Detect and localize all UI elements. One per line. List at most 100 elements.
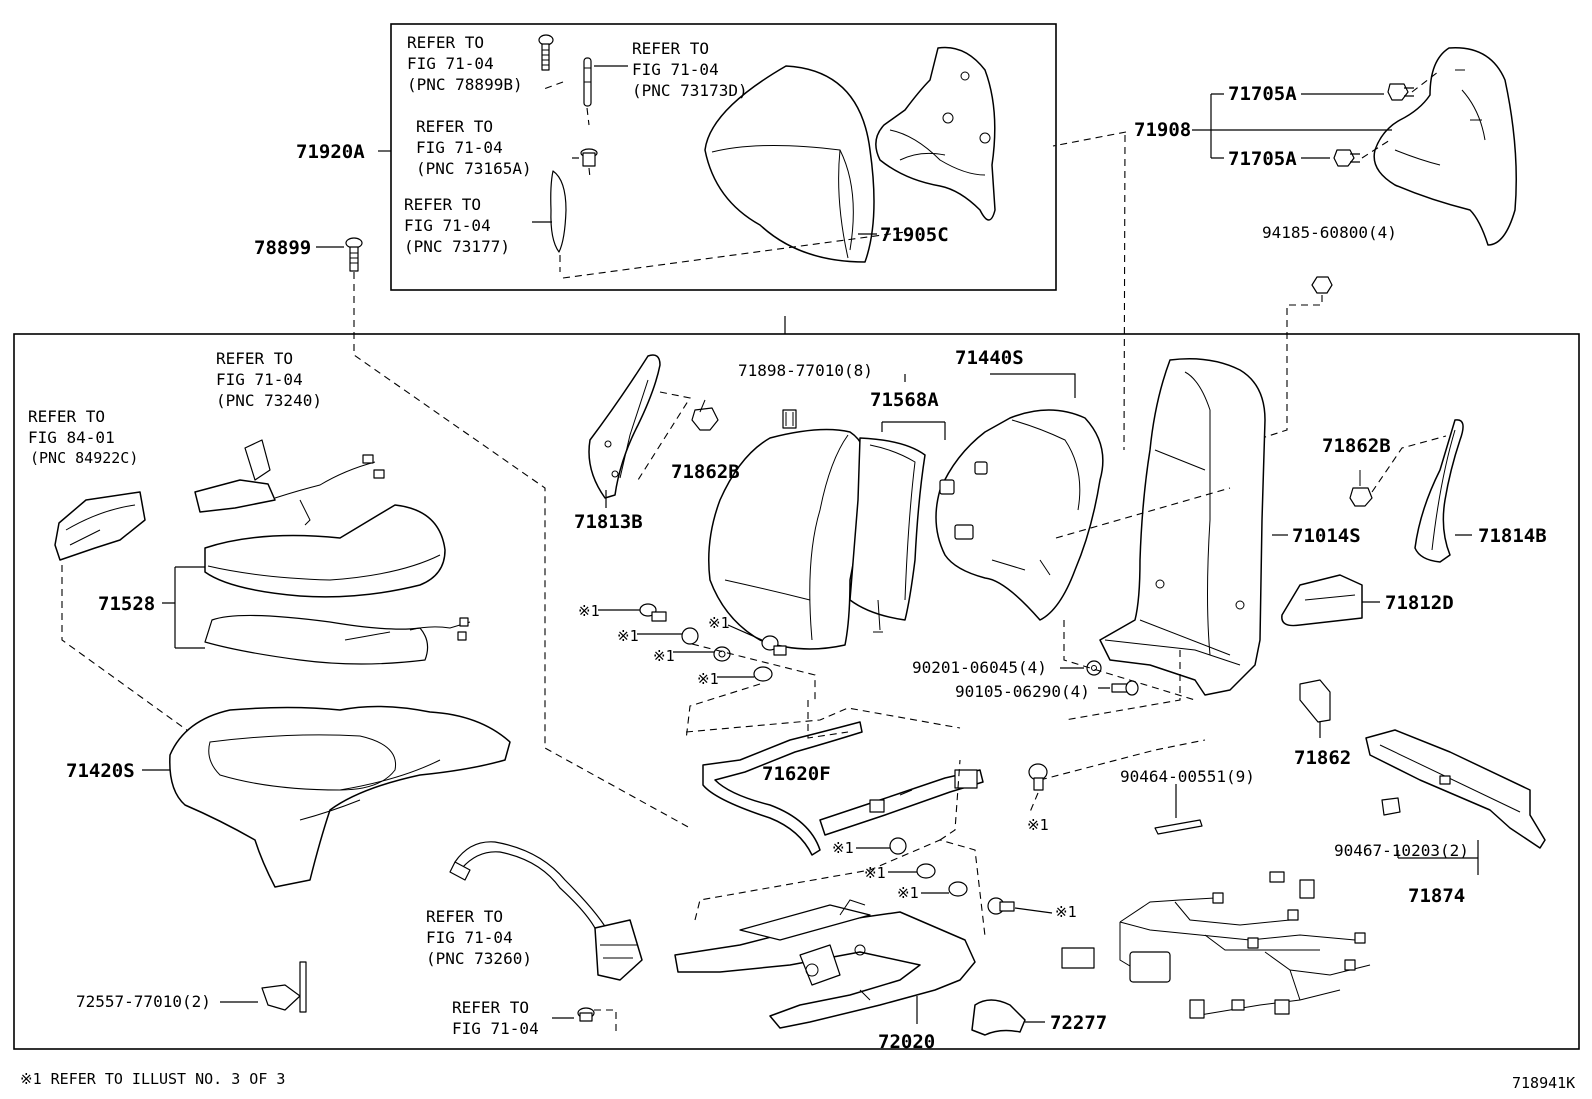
note-mark: ※1 [1027, 816, 1049, 834]
label-71862B-left: 71862B [671, 461, 740, 483]
label-71862: 71862 [1294, 747, 1351, 769]
svg-text:(PNC 73165A): (PNC 73165A) [416, 159, 532, 178]
washer-icon [916, 863, 936, 879]
ref-84922C: REFER TO FIG 84-01 (PNC 84922C) [28, 407, 138, 467]
svg-text:FIG 71-04: FIG 71-04 [452, 1019, 539, 1038]
hook-icon [261, 961, 307, 1013]
clip-icon [1349, 470, 1373, 507]
svg-text:FIG 71-04: FIG 71-04 [216, 370, 303, 389]
svg-text:REFER TO: REFER TO [632, 39, 709, 58]
label-72557-77010: 72557-77010(2) [76, 992, 211, 1011]
svg-text:FIG 71-04: FIG 71-04 [407, 54, 494, 73]
nut-icon [889, 837, 907, 855]
headrest-cushion-icon [704, 65, 875, 263]
label-72277: 72277 [1050, 1012, 1107, 1034]
label-71705A-top: 71705A [1228, 83, 1297, 105]
seatback-inner-cover-icon [935, 409, 1104, 621]
svg-text:FIG 71-04: FIG 71-04 [426, 928, 513, 947]
ref-73260: REFER TO FIG 71-04 (PNC 73260) [426, 907, 532, 968]
illustration-id: 718941K [1512, 1074, 1575, 1092]
label-71908: 71908 [1134, 119, 1191, 141]
nut-icon [948, 881, 968, 897]
screw-icon [345, 237, 363, 272]
clip-icon [782, 409, 797, 429]
label-71812D: 71812D [1385, 592, 1454, 614]
label-71905C: 71905C [880, 224, 949, 246]
label-90201-06045: 90201-06045(4) [912, 658, 1047, 677]
bolt-icon [987, 897, 1015, 915]
note-mark: ※1 [832, 839, 854, 857]
label-71920A: 71920A [296, 141, 365, 163]
ref-71-04-bottom: REFER TO FIG 71-04 [452, 998, 539, 1038]
svg-text:FIG 84-01: FIG 84-01 [28, 428, 115, 447]
note-marks: ※1 ※1 ※1 ※1 ※1 ※1 ※1 ※1 ※1 ※1 ※1 [578, 602, 1077, 921]
svg-text:(PNC 73240): (PNC 73240) [216, 391, 322, 410]
reference-notes: REFER TO FIG 71-04 (PNC 78899B) REFER TO… [28, 33, 748, 1038]
note-mark: ※1 [864, 864, 886, 882]
svg-text:(PNC 73260): (PNC 73260) [426, 949, 532, 968]
svg-text:FIG 71-04: FIG 71-04 [632, 60, 719, 79]
side-cover-icon [1373, 47, 1517, 246]
note-mark: ※1 [1055, 903, 1077, 921]
label-71813B: 71813B [574, 511, 643, 533]
label-71705A-bottom: 71705A [1228, 148, 1297, 170]
bolt-icon [639, 603, 667, 622]
pin-icon [1154, 819, 1203, 835]
note-mark: ※1 [897, 884, 919, 902]
label-71874: 71874 [1408, 885, 1465, 907]
note-mark: ※1 [578, 602, 600, 620]
seatback-pad-icon [849, 437, 926, 633]
seat-track-frame-icon [702, 721, 984, 856]
ref-73165A: REFER TO FIG 71-04 (PNC 73165A) [416, 117, 532, 178]
label-72020: 72020 [878, 1031, 935, 1053]
ref-73173D: REFER TO FIG 71-04 (PNC 73173D) [632, 39, 748, 100]
nut-icon [577, 1007, 595, 1022]
svg-text:REFER TO: REFER TO [416, 117, 493, 136]
svg-text:FIG 71-04: FIG 71-04 [416, 138, 503, 157]
headrest-group [532, 34, 996, 279]
label-71862B-right: 71862B [1322, 435, 1391, 457]
label-71528: 71528 [98, 593, 155, 615]
nut-icon [753, 666, 773, 682]
seat-adjuster-icon [674, 899, 976, 1029]
bushing-icon [580, 148, 598, 167]
headrest-group-frame [390, 23, 1057, 291]
label-94185-60800: 94185-60800(4) [1262, 223, 1397, 242]
seat-assembly-frame [13, 333, 1580, 1050]
clip-icon [1333, 149, 1360, 167]
clip-icon [1387, 83, 1414, 101]
svg-text:(PNC 78899B): (PNC 78899B) [407, 75, 523, 94]
svg-text:REFER TO: REFER TO [28, 407, 105, 426]
label-71014S: 71014S [1292, 525, 1361, 547]
seat-cover-trim-icon [54, 491, 146, 561]
nut-icon [681, 627, 699, 645]
clip-icon [1381, 797, 1401, 816]
bolt-icon [1028, 763, 1048, 791]
svg-text:(PNC 73177): (PNC 73177) [404, 237, 510, 256]
bracket-icon [1281, 574, 1363, 627]
washer-icon [713, 646, 731, 662]
rail-cover-icon [1365, 729, 1546, 849]
svg-text:REFER TO: REFER TO [407, 33, 484, 52]
label-78899: 78899 [254, 237, 311, 259]
bracket-icon [1299, 679, 1331, 723]
svg-text:(PNC 84922C): (PNC 84922C) [30, 449, 138, 467]
washer-icon [1086, 660, 1102, 676]
seat-cushion-frame-icon [169, 705, 511, 888]
seat-cushion-pad-icon [204, 504, 446, 598]
seat-heater-icon [204, 614, 471, 665]
footnote: ※1 REFER TO ILLUST NO. 3 OF 3 [20, 1070, 285, 1088]
svg-text:(PNC 73173D): (PNC 73173D) [632, 81, 748, 100]
note-mark: ※1 [653, 647, 675, 665]
svg-text:REFER TO: REFER TO [216, 349, 293, 368]
seatback-cover-icon [708, 428, 869, 650]
svg-text:FIG 71-04: FIG 71-04 [404, 216, 491, 235]
ref-73177: REFER TO FIG 71-04 (PNC 73177) [404, 195, 510, 256]
label-71898-77010: 71898-77010(8) [738, 361, 873, 380]
label-90105-06290: 90105-06290(4) [955, 682, 1090, 701]
svg-text:REFER TO: REFER TO [404, 195, 481, 214]
label-71814B: 71814B [1478, 525, 1547, 547]
headrest-guide-pin-icon [583, 57, 592, 107]
nut-icon [1311, 276, 1333, 294]
